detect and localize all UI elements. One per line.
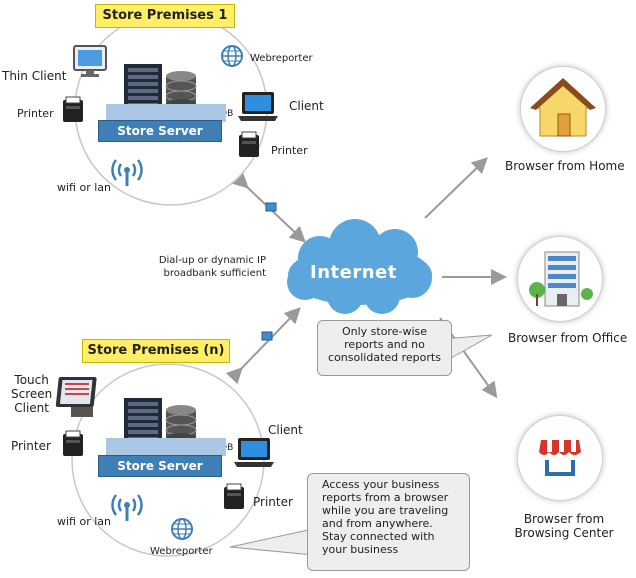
store-server-plate: Store Server: [98, 120, 222, 142]
globe-icon: [221, 45, 243, 67]
wifi-label: wifi or lan: [57, 515, 111, 528]
modem-bottom-icon: [261, 331, 273, 341]
store-wise-callout: Only store-wise reports and no consolida…: [317, 320, 452, 376]
webreporter-label: Webreporter: [150, 546, 213, 557]
touch-client-line: Client: [14, 401, 49, 415]
callout-line: Stay connected with: [322, 530, 435, 543]
printer-label: Printer: [11, 439, 51, 453]
connection-note-line: broadbank sufficient: [163, 268, 266, 279]
internet-label: Internet: [310, 262, 397, 283]
modem-top-icon: [265, 202, 277, 212]
printer-icon: [224, 483, 244, 509]
printer-icon: [63, 430, 83, 456]
globe-icon: [171, 518, 193, 540]
callout-line: consolidated reports: [328, 351, 441, 364]
center-label: Browser from Browsing Center: [505, 512, 623, 540]
wifi-icon: [111, 494, 143, 521]
home-label: Browser from Home: [505, 159, 625, 173]
office-building-icon: [529, 251, 593, 307]
printer-icon: [63, 96, 83, 122]
callout-line: Access your business: [322, 478, 440, 491]
center-label-line: Browser from: [523, 512, 605, 526]
house-icon: [530, 78, 596, 137]
server-top: [106, 104, 226, 122]
wifi-icon: [111, 159, 143, 186]
printer-label: Printer: [271, 144, 308, 157]
touch-client-label: Touch Screen Client: [11, 373, 52, 415]
client-label: Client: [268, 423, 303, 437]
database-icon: [165, 71, 197, 109]
callout-line: while you are traveling: [322, 504, 449, 517]
store-server-plate: Store Server: [98, 455, 222, 477]
connection-note: Dial-up or dynamic IP broadbank sufficie…: [144, 254, 266, 280]
storeN-title: Store Premises (n): [82, 339, 230, 363]
callout-line: reports from a browser: [322, 491, 449, 504]
callout-line: Only store-wise: [341, 325, 428, 338]
access-callout: Access your business reports from a brow…: [307, 473, 470, 571]
callout-pointer: [229, 528, 314, 556]
laptop-icon: [238, 92, 278, 121]
webreporter-label: Webreporter: [250, 53, 313, 64]
touch-client-line: Touch: [14, 373, 49, 387]
wifi-label: wifi or lan: [57, 181, 111, 194]
office-label: Browser from Office: [508, 331, 628, 345]
center-circle: [517, 415, 603, 501]
callout-line: reports and no: [344, 338, 425, 351]
touch-client-line: Screen: [11, 387, 53, 401]
callout-line: your business: [322, 543, 399, 556]
store1-title: Store Premises 1: [95, 4, 235, 28]
printer-label: Printer: [253, 495, 293, 509]
thin-client-label: Thin Client: [2, 69, 67, 83]
center-label-line: Browsing Center: [514, 526, 614, 540]
thin-client-icon: [73, 45, 107, 77]
shop-icon: [539, 440, 581, 476]
touch-screen-icon: [55, 377, 97, 417]
server-top: [106, 438, 226, 456]
printer-icon: [239, 131, 259, 157]
laptop-icon: [234, 438, 274, 467]
internet-cloud-icon: [287, 219, 432, 314]
arrow-home: [424, 157, 488, 219]
connection-note-line: Dial-up or dynamic IP: [158, 255, 266, 266]
client-label: Client: [289, 99, 324, 113]
printer-label: Printer: [17, 107, 54, 120]
callout-line: and from anywhere.: [322, 517, 433, 530]
link-store1-internet: [231, 171, 306, 243]
